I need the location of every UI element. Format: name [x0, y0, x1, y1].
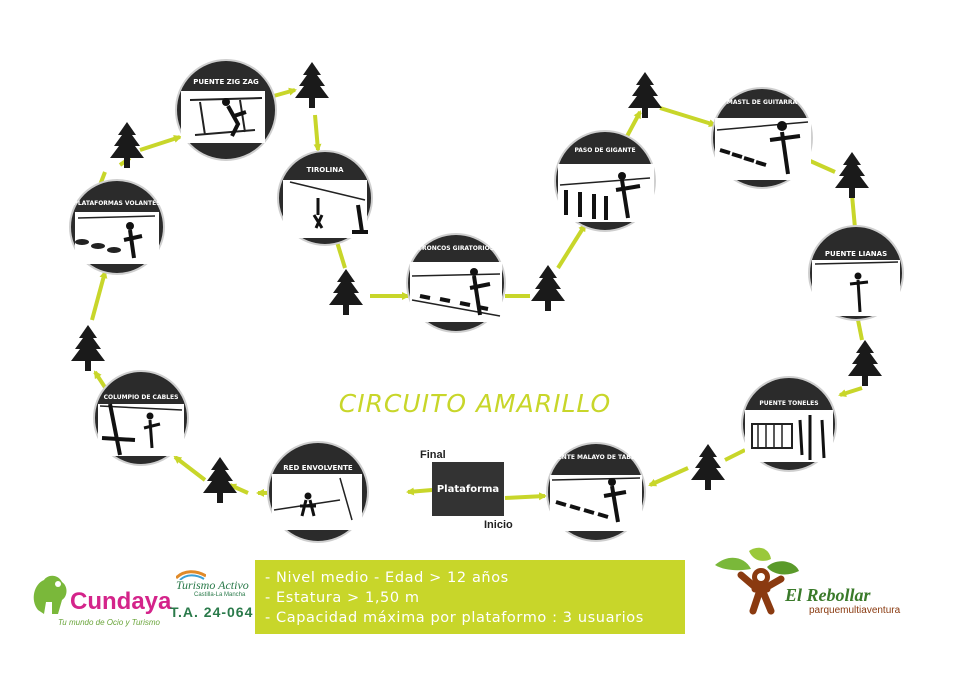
platform-end-label: Final — [420, 449, 446, 461]
station-label: TRONCOS GIRATORIOS — [418, 245, 494, 252]
info-line: - Estatura > 1,50 m — [265, 590, 420, 606]
station-label: PUENTE MALAYO DE TABLAS — [548, 454, 643, 461]
turismo-activo-name: Turismo Activo — [176, 578, 249, 592]
tree-icon — [71, 325, 105, 371]
station-tirolina: TIROLINA — [277, 150, 373, 246]
circuit-path — [90, 87, 864, 501]
tree-icon — [329, 269, 363, 315]
station-puente-zig-zag: PUENTE ZIG ZAG — [175, 59, 277, 161]
station-label: TIROLINA — [306, 166, 344, 174]
station-puente-lianas: PUENTE LIANAS — [808, 225, 904, 321]
cundaya-emblem-icon — [33, 575, 67, 614]
station-paso-de-gigante: PASO DE GIGANTE — [554, 130, 656, 232]
info-box: - Nivel medio - Edad > 12 años - Estatur… — [255, 560, 685, 634]
el-rebollar-emblem-icon — [715, 547, 799, 615]
info-line: - Capacidad máxima por plataformo : 3 us… — [265, 610, 644, 626]
el-rebollar-sub: parquemultiaventura — [809, 605, 901, 616]
tree-icon — [835, 152, 869, 198]
station-troncos-giratorios: TRONCOS GIRATORIOS — [406, 233, 506, 333]
turismo-activo-code: T.A. 24-064 — [170, 604, 254, 620]
cundaya-name: Cundaya — [70, 588, 172, 615]
info-line: - Nivel medio - Edad > 12 años — [265, 570, 509, 586]
station-label: PUENTE ZIG ZAG — [193, 78, 259, 86]
station-label: PASO DE GIGANTE — [574, 147, 635, 154]
turismo-activo-logo: Turismo Activo Castilla-La Mancha T.A. 2… — [170, 570, 254, 628]
tree-icon — [628, 72, 662, 118]
el-rebollar-name: El Rebollar — [785, 585, 871, 605]
station-columpio-de-cables: COLUMPIO DE CABLES — [93, 370, 189, 466]
tree-icon — [691, 444, 725, 490]
tree-icon — [848, 340, 882, 386]
station-label: PLATAFORMAS VOLANTES — [73, 200, 160, 207]
platform-label: Plataforma — [437, 484, 499, 495]
el-rebollar-logo: El Rebollar parquemultiaventura — [705, 545, 945, 625]
station-red-envolvente: RED ENVOLVENTE — [267, 441, 369, 543]
station-puente-malayo-de-tablas: PUENTE MALAYO DE TABLAS — [546, 442, 646, 542]
platform: Plataforma Final Inicio — [420, 449, 513, 531]
station-mastil-de-guitarra: MASTL DE GUITARRA — [711, 87, 813, 189]
station-label: RED ENVOLVENTE — [283, 464, 353, 472]
turismo-activo-sub: Castilla-La Mancha — [194, 592, 246, 598]
tree-icon — [203, 457, 237, 503]
station-plataformas-volantes: PLATAFORMAS VOLANTES — [69, 179, 165, 275]
circuit-title: CIRCUITO AMARILLO — [339, 389, 612, 418]
station-label: PUENTE TONELES — [759, 400, 818, 407]
tree-icon — [531, 265, 565, 311]
cundaya-logo: Cundaya Tu mundo de Ocio y Turismo — [28, 568, 171, 632]
station-label: PUENTE LIANAS — [825, 250, 887, 258]
tree-icon — [295, 62, 329, 108]
tree-icon — [110, 122, 144, 168]
cundaya-tagline: Tu mundo de Ocio y Turismo — [58, 618, 160, 627]
station-label: COLUMPIO DE CABLES — [104, 394, 179, 401]
turismo-activo-emblem-icon — [176, 570, 206, 580]
station-puente-toneles: PUENTE TONELES — [741, 376, 837, 472]
platform-start-label: Inicio — [484, 519, 513, 531]
station-label: MASTL DE GUITARRA — [727, 99, 798, 106]
